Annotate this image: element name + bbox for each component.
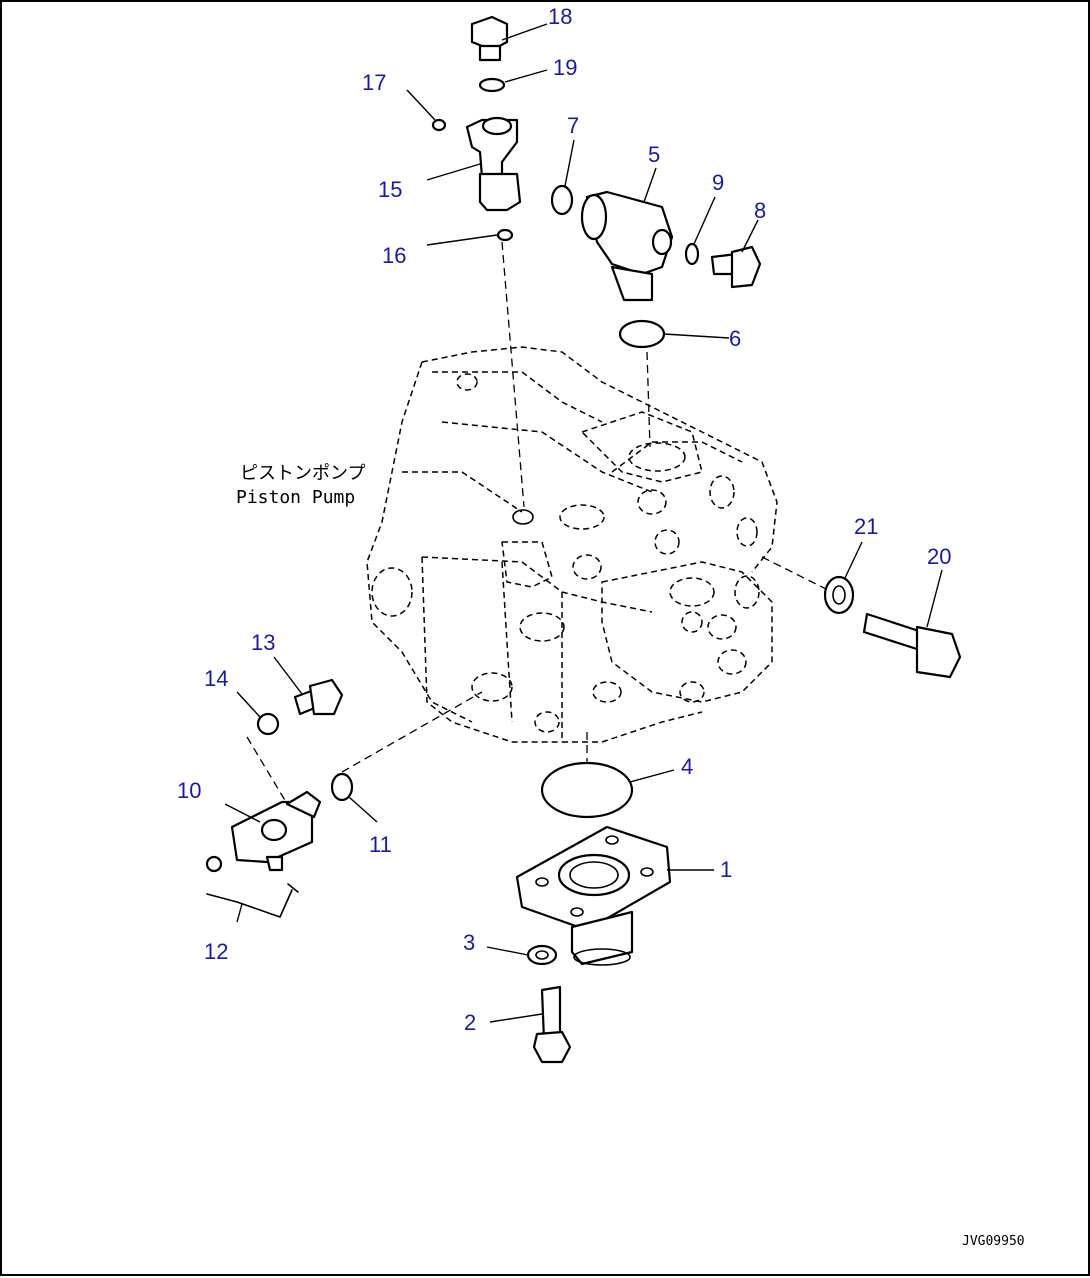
callout-20: 20 <box>927 544 951 569</box>
callout-9: 9 <box>712 170 724 195</box>
pump-label-japanese: ピストンポンプ <box>240 463 365 484</box>
callout-17: 17 <box>362 70 386 95</box>
drawing-number: JVG09950 <box>962 1234 1025 1249</box>
callout-13: 13 <box>251 630 275 655</box>
part-12-pin <box>205 855 299 918</box>
part-14-o-ring <box>256 712 280 736</box>
part-19-o-ring <box>478 77 506 93</box>
part-16-o-ring <box>496 228 514 242</box>
callout-14: 14 <box>204 666 228 691</box>
callout-numbers: 1 2 3 4 5 6 7 8 9 10 11 12 13 14 15 16 1… <box>177 4 951 1035</box>
part-15-elbow <box>465 116 522 212</box>
leader-lines <box>224 23 943 1023</box>
part-10-valve <box>230 790 322 872</box>
part-9-o-ring <box>684 242 700 266</box>
part-8-plug <box>710 245 762 289</box>
part-13-plug <box>293 678 344 716</box>
callout-1: 1 <box>720 857 732 882</box>
part-2-bolt <box>532 985 572 1064</box>
callout-21: 21 <box>854 514 878 539</box>
part-18-plug <box>470 15 509 62</box>
callout-4: 4 <box>681 754 693 779</box>
piston-pump-outline <box>366 346 778 743</box>
part-1-flange <box>515 825 672 966</box>
callout-6: 6 <box>729 326 741 351</box>
callout-12: 12 <box>204 939 228 964</box>
part-7-o-ring <box>550 184 574 216</box>
callout-5: 5 <box>648 142 660 167</box>
callout-2: 2 <box>464 1010 476 1035</box>
part-5-valve <box>580 190 674 302</box>
part-20-bolt <box>862 612 962 679</box>
part-21-washer <box>823 575 855 615</box>
callout-15: 15 <box>378 177 402 202</box>
pump-label-english: Piston Pump <box>236 487 355 508</box>
callout-7: 7 <box>567 113 579 138</box>
part-11-o-ring <box>330 772 354 802</box>
callout-3: 3 <box>463 930 475 955</box>
callout-11: 11 <box>369 832 392 857</box>
part-17-o-ring <box>431 118 447 132</box>
callout-16: 16 <box>382 243 406 268</box>
callout-8: 8 <box>754 198 766 223</box>
part-6-o-ring <box>618 319 666 349</box>
callout-19: 19 <box>553 55 577 80</box>
callout-18: 18 <box>548 4 572 29</box>
assembly-centerlines <box>246 241 833 813</box>
callout-10: 10 <box>177 778 201 803</box>
part-3-washer <box>526 944 558 966</box>
part-4-o-ring <box>540 761 634 819</box>
